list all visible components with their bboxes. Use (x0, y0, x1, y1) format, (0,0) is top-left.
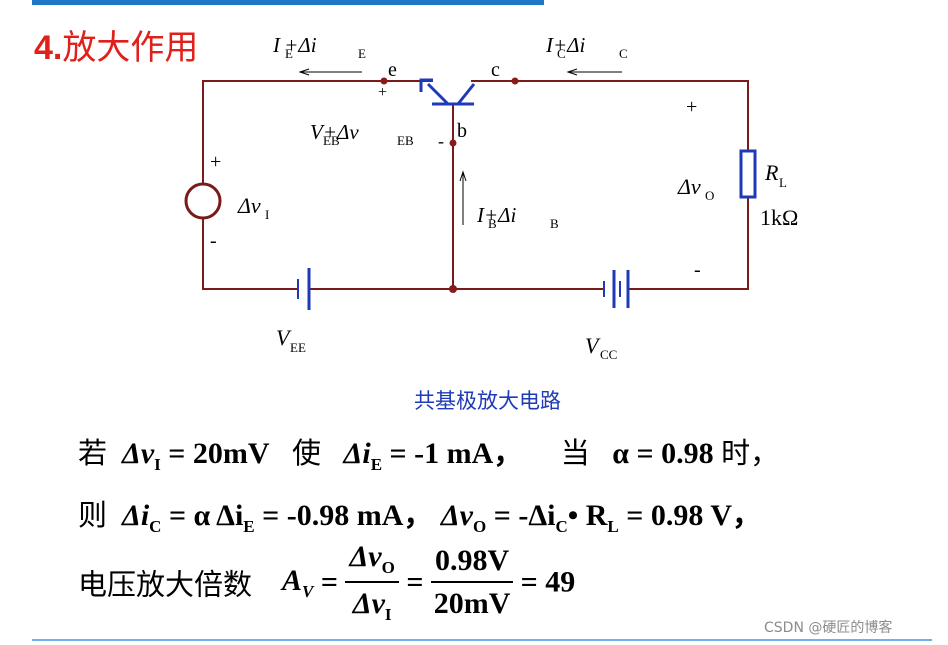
node-b-dot (449, 139, 457, 147)
current-b-sub2: B (550, 216, 559, 231)
voltage-gain-symbol: AV (282, 563, 314, 601)
equation-line-2: 则 ΔiC = α ΔiE = -0.98 mA， ΔvO = -ΔiC• RL… (78, 498, 762, 536)
circuit-nodes (380, 77, 519, 293)
watermark: CSDN @硬匠的博客 (764, 620, 893, 636)
input-voltage-label: Δv (237, 193, 261, 218)
vcc-label: V (585, 333, 601, 358)
vee-sub: EE (290, 340, 306, 355)
current-c-label: I+Δi (545, 33, 585, 57)
node-e-dot (380, 77, 388, 85)
circuit-wires (202, 80, 749, 290)
node-b-label: b (457, 120, 467, 142)
vcc-sub: CC (600, 347, 617, 362)
input-voltage-sub: I (265, 207, 269, 222)
plus-input: + (210, 151, 221, 173)
output-voltage-sub: O (705, 188, 714, 203)
output-voltage-label: Δv (677, 174, 701, 199)
bottom-divider (32, 639, 932, 641)
minus-input: - (210, 230, 217, 252)
resistor-value: 1kΩ (760, 205, 798, 230)
gain-result: = 49 (520, 565, 576, 599)
battery-vcc-icon (603, 270, 630, 308)
current-c-sub2: C (619, 46, 628, 61)
current-b-sub1: B (488, 216, 497, 231)
veb-label: V+Δv (310, 120, 359, 144)
minus-eb: - (438, 131, 444, 151)
veb-sub1: EB (323, 133, 340, 148)
current-e-sub1: E (285, 46, 293, 61)
node-c-label: c (491, 59, 500, 81)
wire-emitter-left (202, 80, 433, 183)
resistor-sub: L (779, 175, 787, 190)
current-b-label: I+Δi (476, 203, 516, 227)
top-accent-bar (32, 0, 544, 5)
current-e-label: I +Δi (272, 33, 317, 57)
circuit-caption: 共基极放大电路 (414, 389, 561, 413)
node-e-label: e (388, 59, 397, 81)
gain-fraction-2: 0.98V 20mV (430, 544, 514, 621)
veb-sub2: EB (397, 133, 414, 148)
equation-line-1: 若 ΔvI = 20mV 使 ΔiE = -1 mA， 当 α = 0.98 时… (78, 436, 780, 474)
plus-eb: + (378, 84, 387, 101)
wire-collector-right (471, 80, 749, 151)
current-c-sub1: C (557, 46, 566, 61)
wire-left-bottom (202, 219, 298, 290)
minus-output: - (694, 259, 701, 281)
heading-text: 放大作用 (62, 28, 199, 68)
current-arrows (298, 68, 622, 225)
resistor-label: R (764, 160, 779, 185)
node-ground-dot (449, 285, 457, 293)
resistor-icon (739, 149, 757, 199)
plus-output: + (686, 96, 697, 118)
heading-number: 4. (34, 29, 63, 67)
vee-label: V (276, 325, 292, 350)
node-c-dot (511, 77, 519, 85)
gain-fraction-1: ΔvO ΔvI (345, 540, 399, 625)
transistor-icon (419, 78, 476, 106)
equation-line-3: 电压放大倍数 AV = ΔvO ΔvI = 0.98V 20mV = 49 (78, 540, 576, 625)
input-source-icon (184, 182, 222, 220)
slide-heading: 4.放大作用 (34, 20, 198, 69)
battery-vee-icon (297, 268, 311, 310)
current-e-sub2: E (358, 46, 366, 61)
wire-right-bottom (629, 197, 749, 290)
